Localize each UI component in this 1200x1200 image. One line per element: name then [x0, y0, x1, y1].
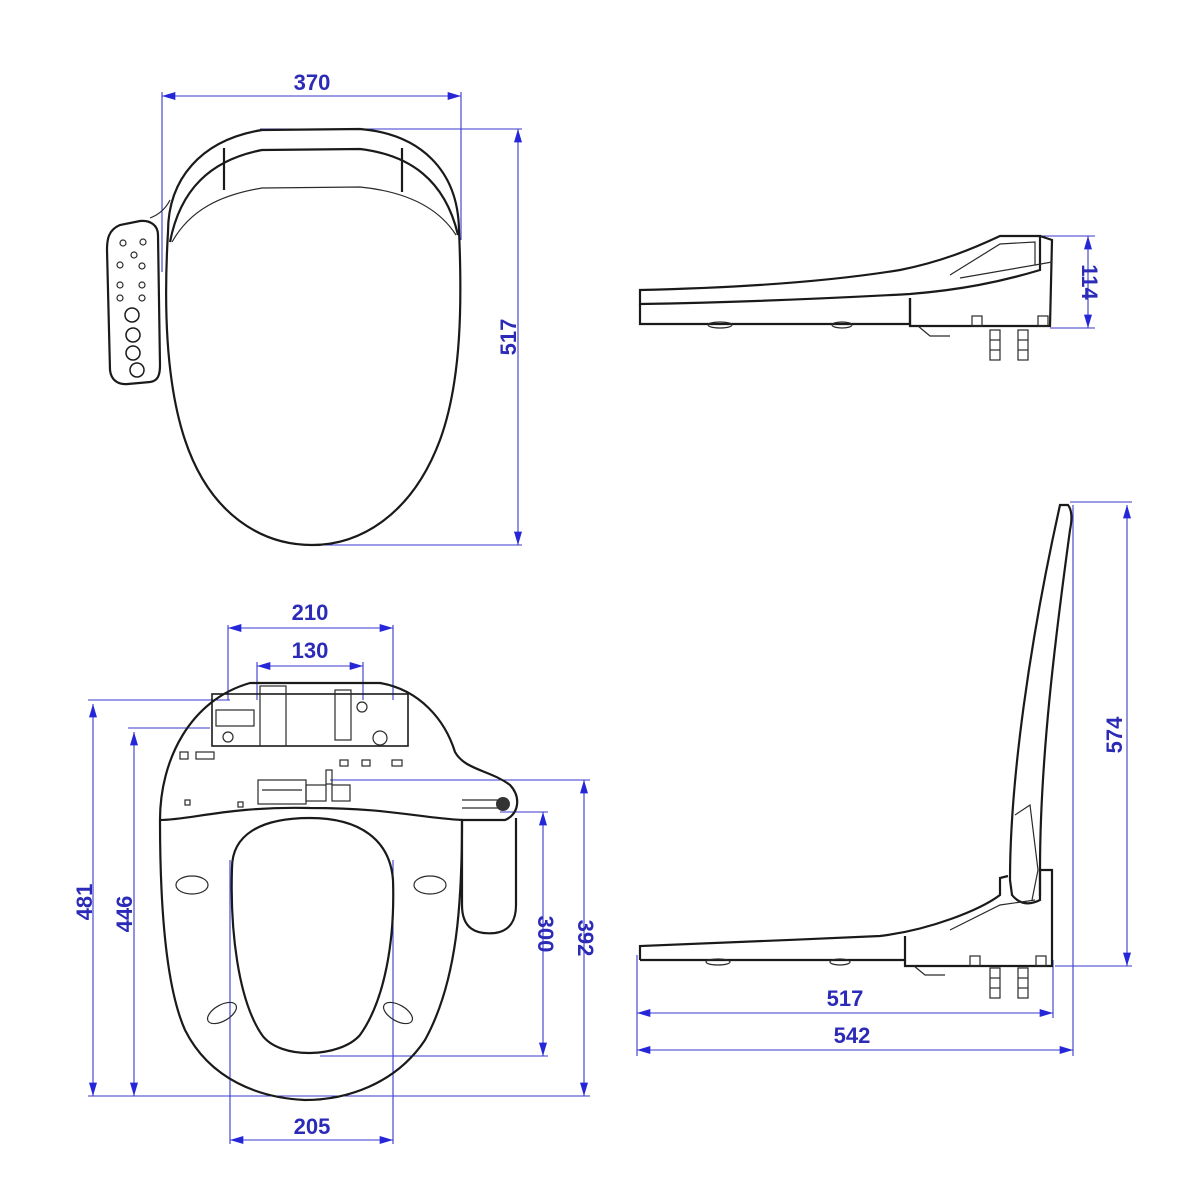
- dimension-label-300: 300: [533, 916, 558, 953]
- dimension-label-481: 481: [72, 884, 97, 921]
- water-connector-icons: [989, 967, 1029, 999]
- internal-components: [179, 751, 510, 811]
- nozzle-icon: [496, 797, 510, 811]
- top-view: 370 517: [105, 70, 522, 547]
- bottom-view: 210 130 481 446 300 392 205: [72, 600, 598, 1144]
- bumper-pad-icon: [175, 875, 209, 895]
- bumper-pad-icon: [206, 1001, 238, 1025]
- seat-outline-icon: [158, 681, 519, 1102]
- raised-lid-outline: [1008, 503, 1073, 905]
- seat-opening-icon: [230, 816, 395, 1055]
- side-view-closed: 114: [638, 234, 1102, 361]
- dimension-label-517-side: 517: [827, 986, 864, 1011]
- dimension-label-205: 205: [294, 1114, 331, 1139]
- side-view-open: 574 517 542: [636, 501, 1132, 1056]
- dimension-label-130: 130: [292, 638, 329, 663]
- dimension-label-114: 114: [1077, 264, 1102, 300]
- lid-outline-icon: [165, 127, 462, 547]
- dimension-label-370: 370: [294, 70, 331, 95]
- dimension-label-574: 574: [1102, 716, 1127, 753]
- dimension-label-446: 446: [112, 896, 137, 933]
- side-control-panel: [105, 219, 162, 386]
- dimension-label-392: 392: [573, 920, 598, 957]
- mounting-bracket: [211, 685, 409, 747]
- dimension-label-517-top: 517: [496, 319, 521, 356]
- panel-small-button-icons: [116, 238, 147, 302]
- water-connector-icons: [989, 329, 1029, 361]
- dimension-label-542: 542: [834, 1023, 871, 1048]
- bumper-pad-icon: [413, 875, 447, 895]
- dimension-label-210: 210: [292, 600, 329, 625]
- panel-large-button-icons: [124, 307, 145, 378]
- bumper-pad-icon: [382, 1001, 414, 1025]
